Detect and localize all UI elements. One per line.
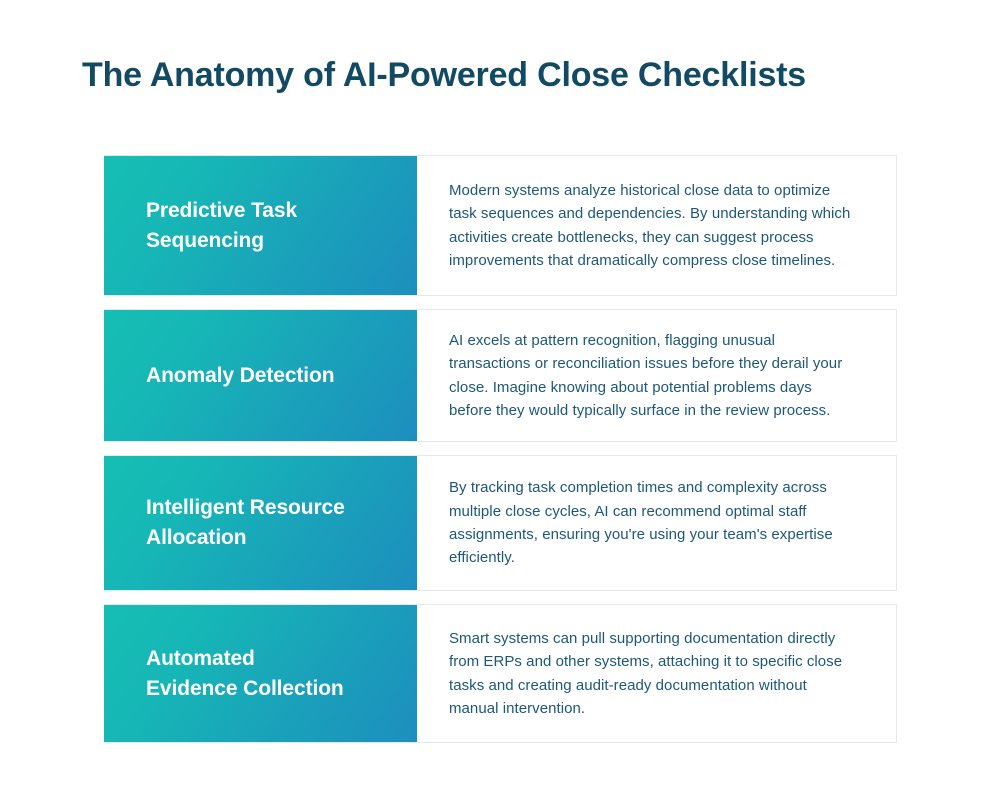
feature-card-label-panel: Anomaly Detection bbox=[104, 310, 417, 441]
page-title: The Anatomy of AI-Powered Close Checklis… bbox=[82, 56, 807, 94]
feature-card-description: By tracking task completion times and co… bbox=[449, 479, 833, 567]
feature-card-body-panel: Smart systems can pull supporting docume… bbox=[417, 605, 896, 742]
feature-card-description: Modern systems analyze historical close … bbox=[449, 181, 851, 269]
feature-card-label-panel: Intelligent Resource Allocation bbox=[104, 456, 417, 590]
feature-card-title: Intelligent Resource Allocation bbox=[146, 496, 345, 549]
feature-card-title: Predictive Task Sequencing bbox=[146, 198, 298, 252]
feature-card: Intelligent Resource Allocation By track… bbox=[104, 455, 897, 591]
feature-card-body-panel: AI excels at pattern recognition, flaggi… bbox=[417, 310, 896, 441]
feature-card-body-panel: By tracking task completion times and co… bbox=[417, 456, 896, 590]
feature-card-title: Anomaly Detection bbox=[146, 363, 335, 387]
feature-card-label-panel: Predictive Task Sequencing bbox=[104, 156, 417, 295]
feature-card: Automated Evidence Collection Smart syst… bbox=[104, 604, 897, 743]
feature-card-list: Predictive Task Sequencing Modern system… bbox=[104, 155, 897, 743]
feature-card: Predictive Task Sequencing Modern system… bbox=[104, 155, 897, 296]
feature-card-description: Smart systems can pull supporting docume… bbox=[449, 629, 843, 717]
feature-card: Anomaly Detection AI excels at pattern r… bbox=[104, 309, 897, 442]
feature-card-label-panel: Automated Evidence Collection bbox=[104, 605, 417, 742]
feature-card-body-panel: Modern systems analyze historical close … bbox=[417, 156, 896, 295]
feature-card-description: AI excels at pattern recognition, flaggi… bbox=[449, 331, 843, 419]
feature-card-title: Automated Evidence Collection bbox=[146, 646, 344, 700]
